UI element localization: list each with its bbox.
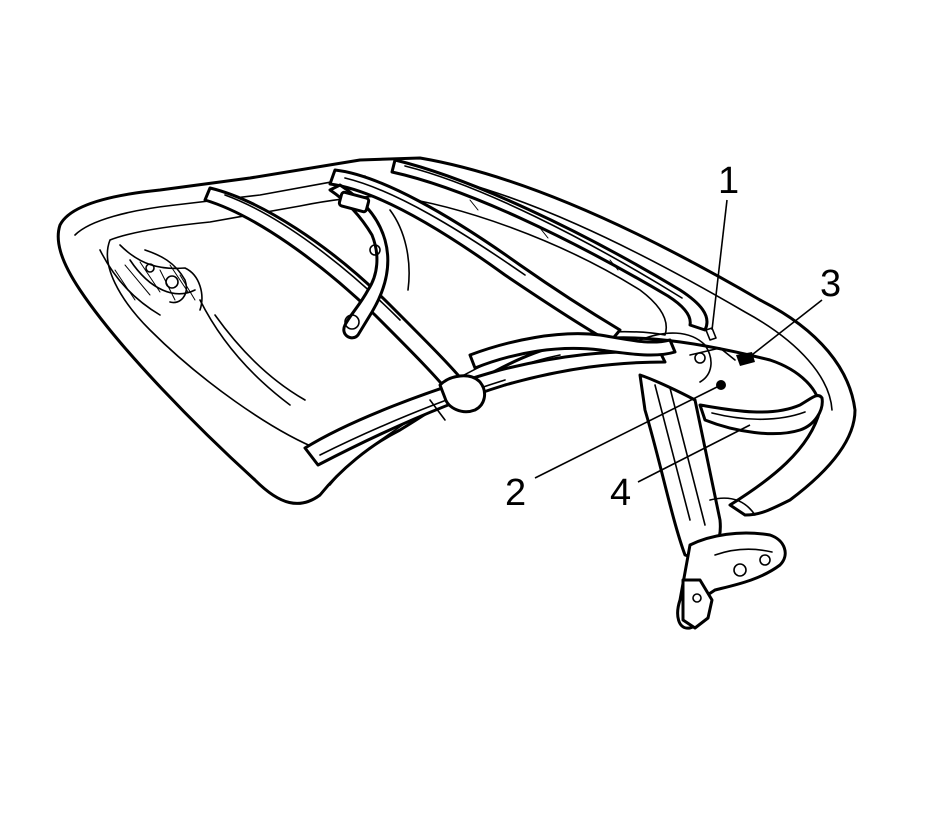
center-link-arm <box>328 183 410 340</box>
callout-2: 2 <box>505 472 526 514</box>
callout-3: 3 <box>820 263 841 305</box>
callout-labels: 1 2 3 4 <box>505 160 841 514</box>
side-roof-rail <box>203 186 487 414</box>
trim-panel <box>698 394 824 436</box>
outer-frame <box>56 156 857 517</box>
fastener-1-icon <box>705 327 717 341</box>
hinge-arm <box>638 373 787 630</box>
callout-1: 1 <box>718 160 739 202</box>
front-rail <box>390 158 709 332</box>
trim-channel <box>468 332 736 383</box>
left-corner-mechanism <box>99 244 306 406</box>
callout-4: 4 <box>610 472 631 514</box>
leader-lines <box>534 199 823 483</box>
leader-2 <box>534 384 722 479</box>
leader-4 <box>637 424 751 483</box>
leader-3 <box>747 299 823 359</box>
leader-1 <box>711 199 728 331</box>
